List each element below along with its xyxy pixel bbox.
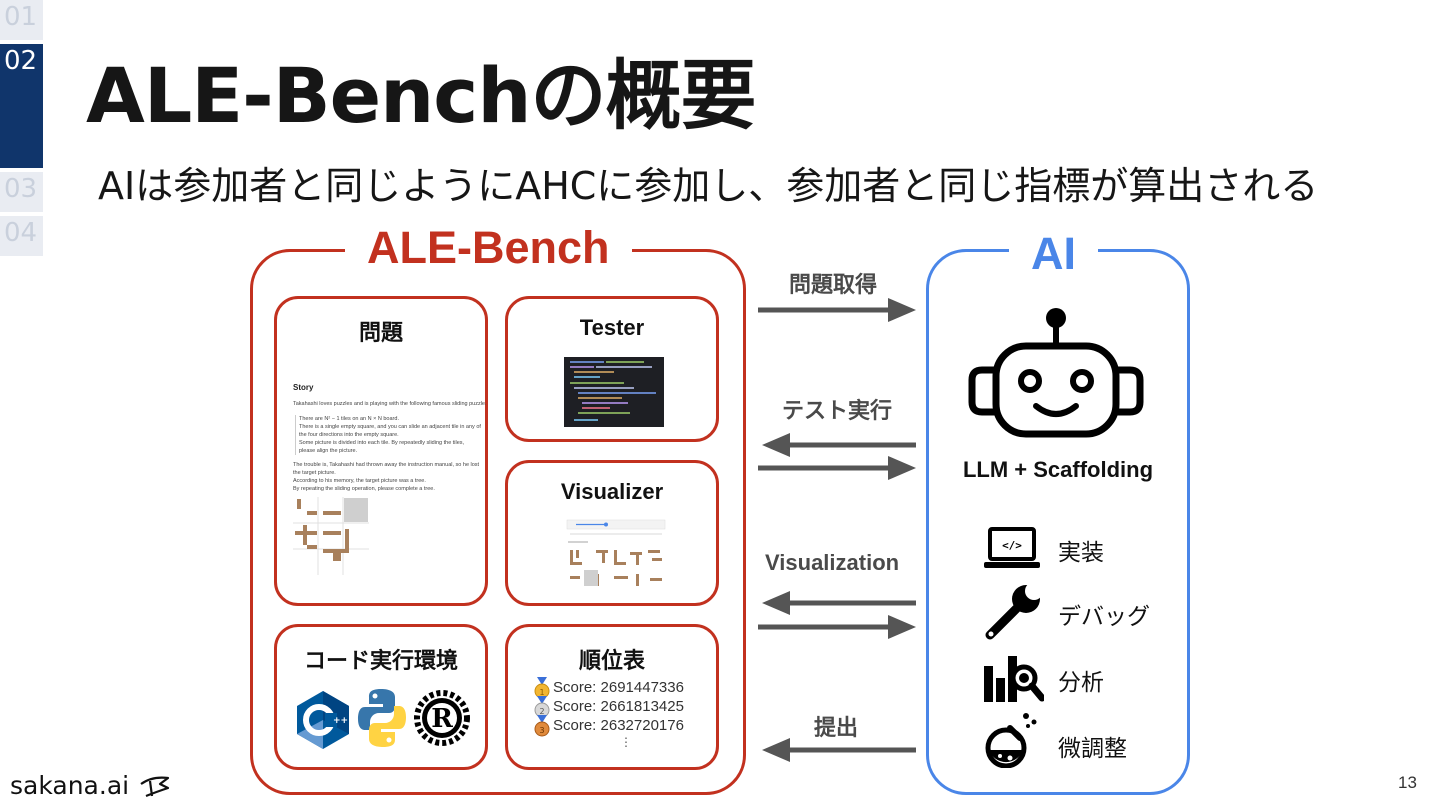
- cpp-logo-icon: ++: [297, 691, 349, 749]
- arrow-vis-to-bench: [762, 591, 916, 615]
- code-env-card-title: コード実行環境: [303, 648, 458, 673]
- leaderboard-card-title: 順位表: [578, 648, 645, 673]
- story-heading: Story: [293, 383, 314, 392]
- tool-label-analyze: 分析: [1058, 670, 1104, 696]
- nav-section-03[interactable]: 03: [0, 172, 43, 212]
- story-line: There is a single empty square, and you …: [299, 424, 481, 430]
- nav-section-02[interactable]: 02: [0, 44, 43, 168]
- flask-icon: [985, 713, 1037, 768]
- story-line: There are N² − 1 tiles on an N × N board…: [299, 416, 399, 422]
- visualization-label: Visualization: [765, 550, 900, 575]
- run-test-label: テスト実行: [782, 398, 893, 423]
- svg-text:R: R: [431, 704, 453, 734]
- sliding-puzzle-image: [293, 497, 369, 575]
- arrow-test-to-ai: [758, 456, 916, 480]
- arrow-test-to-bench: [762, 433, 916, 457]
- fetch-problem-label: 問題取得: [789, 272, 878, 297]
- visualizer-card-title: Visualizer: [560, 479, 664, 504]
- svg-text:2: 2: [539, 707, 544, 716]
- visualizer-screenshot-image: [566, 518, 666, 590]
- flow-arrows: [758, 298, 916, 762]
- tool-label-finetune: 微調整: [1058, 736, 1127, 762]
- slide-title: ALE-Benchの概要: [86, 51, 756, 140]
- ai-label: AI: [1009, 228, 1098, 280]
- page-number: 13: [1398, 773, 1417, 792]
- story-line: According to his memory, the target pict…: [293, 478, 426, 484]
- tool-label-debug: デバッグ: [1058, 604, 1150, 630]
- nav-section-label: 04: [4, 218, 38, 248]
- svg-text:</>: </>: [1002, 539, 1022, 552]
- svg-text:1: 1: [539, 688, 544, 697]
- leaderboard-card: 順位表 1 Score: 2691447336 2 Score: 2661813…: [505, 624, 719, 770]
- nav-section-label: 02: [4, 46, 38, 76]
- story-quote-bar: [295, 415, 296, 455]
- arrow-submit-to-bench: [762, 738, 916, 762]
- code-env-card: コード実行環境 ++ R: [274, 624, 488, 770]
- rust-logo-icon: R: [414, 690, 470, 746]
- nav-section-04[interactable]: 04: [0, 216, 43, 256]
- svg-text:++: ++: [333, 716, 348, 726]
- story-line: The trouble is, Takahashi had thrown awa…: [293, 462, 480, 468]
- slide-subtitle: AIは参加者と同じようにAHCに参加し、参加者と同じ指標が算出される: [98, 164, 1319, 208]
- problem-card: 問題 Story Takahashi loves puzzles and is …: [274, 296, 488, 606]
- nav-section-label: 03: [4, 174, 38, 204]
- story-line: the target picture.: [293, 470, 336, 476]
- gold-medal-icon: 1: [534, 677, 550, 699]
- story-line: the four directions into the empty squar…: [299, 432, 399, 438]
- chart-magnifier-icon: [984, 656, 1044, 702]
- code-screenshot-image: [564, 357, 664, 427]
- tool-label-implement: 実装: [1058, 540, 1104, 566]
- story-line: By repeating the sliding operation, plea…: [293, 486, 435, 492]
- arrow-fetch-to-ai: [758, 298, 916, 322]
- nav-section-01[interactable]: 01: [0, 0, 43, 40]
- leaderboard-more: ⋮: [620, 735, 632, 749]
- agent-label: LLM + Scaffolding: [962, 457, 1154, 482]
- laptop-code-icon: </>: [984, 527, 1040, 568]
- story-line: Takahashi loves puzzles and is playing w…: [293, 401, 487, 407]
- svg-text:3: 3: [539, 726, 544, 735]
- submit-label: 提出: [814, 715, 859, 740]
- arrow-vis-to-ai: [758, 615, 916, 639]
- sakana-logo-text: sakana.ai: [10, 771, 130, 800]
- story-line: Some picture is divided into each tile. …: [299, 440, 465, 446]
- leaderboard-score: Score: 2661813425: [553, 698, 684, 715]
- nav-section-label: 01: [4, 2, 38, 32]
- leaderboard-score: Score: 2632720176: [553, 717, 684, 734]
- story-line: please align the picture.: [299, 448, 358, 454]
- leaderboard-score: Score: 2691447336: [553, 679, 684, 696]
- sakana-fish-logo-icon: [140, 776, 170, 798]
- problem-card-title: 問題: [358, 320, 403, 345]
- tester-card-title: Tester: [579, 315, 645, 340]
- bronze-medal-icon: 3: [534, 715, 550, 737]
- tester-card: Tester: [505, 296, 719, 442]
- silver-medal-icon: 2: [534, 696, 550, 718]
- visualizer-card: Visualizer: [505, 460, 719, 606]
- ale-bench-label: ALE-Bench: [345, 222, 632, 274]
- wrench-icon: [985, 583, 1042, 640]
- python-logo-icon: [358, 689, 406, 747]
- robot-icon: [968, 308, 1144, 438]
